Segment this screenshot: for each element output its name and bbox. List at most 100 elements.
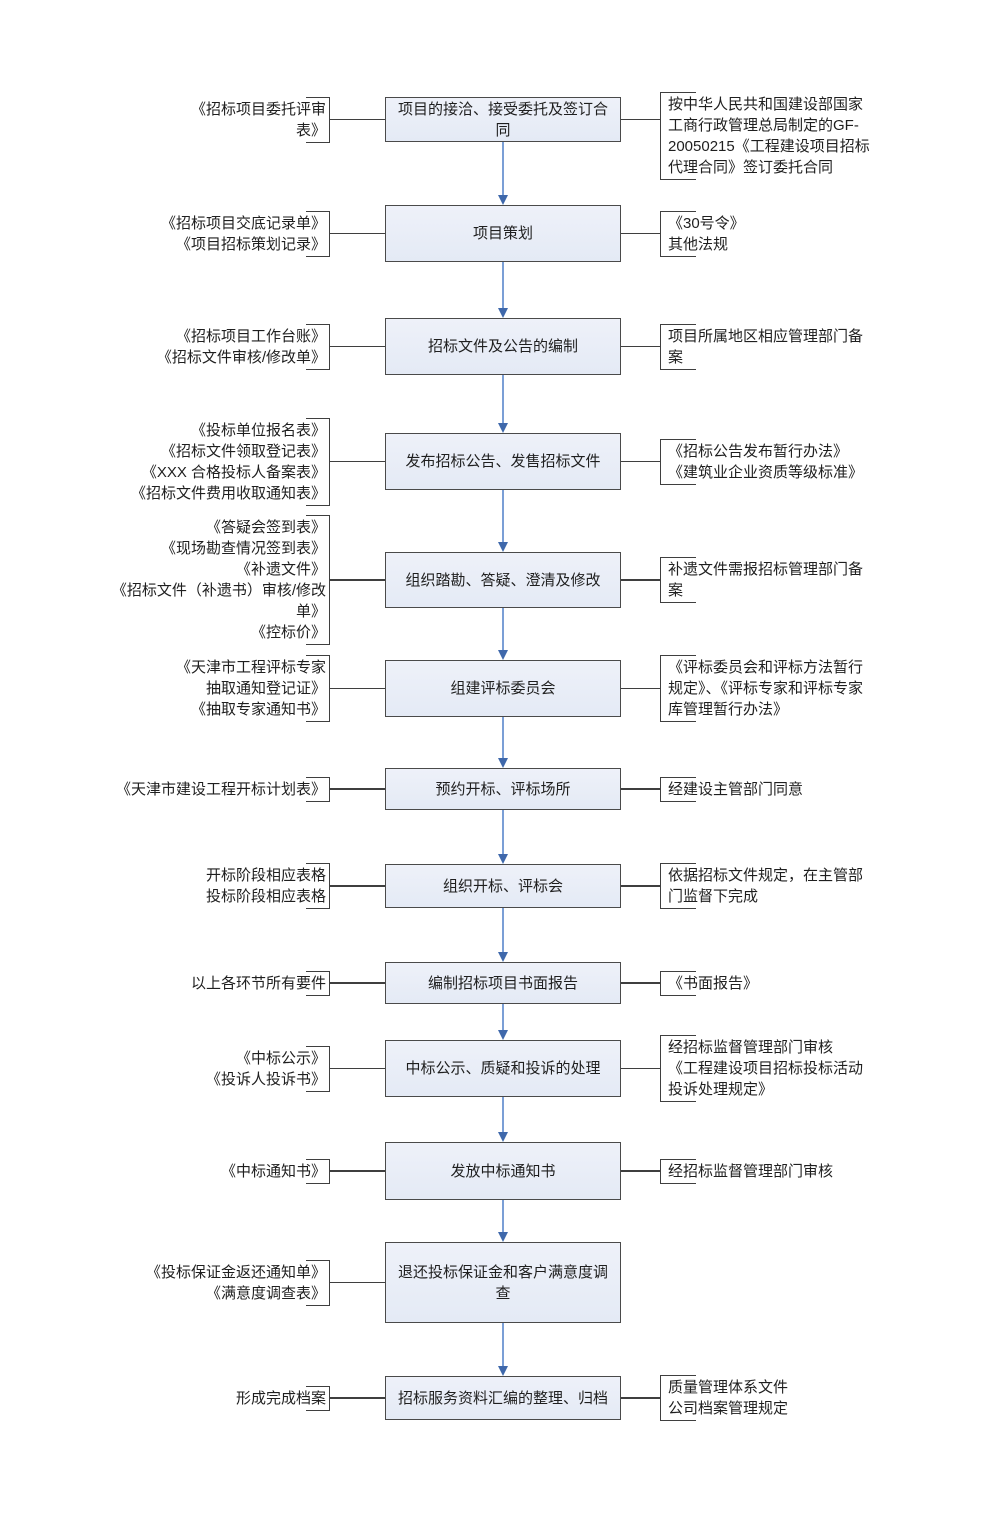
process-box-7: 预约开标、评标场所 <box>385 768 621 810</box>
right-note-label-11: 经招标监督管理部门审核 <box>668 1163 834 1180</box>
right-bracket-4 <box>660 439 696 485</box>
left-doc-label-1: 《招标项目委托评审表》 <box>190 101 326 139</box>
right-note-label-2: 《30号令》 其他法规 <box>668 215 745 253</box>
process-box-11: 发放中标通知书 <box>385 1142 621 1200</box>
left-bracket-8 <box>306 863 330 909</box>
down-arrow-line-11 <box>502 1200 504 1232</box>
right-bracket-6 <box>660 655 696 722</box>
left-bracket-11 <box>306 1159 330 1184</box>
left-bracket-4 <box>306 418 330 506</box>
down-arrow-line-1 <box>502 142 504 195</box>
process-box-12: 退还投标保证金和客户满意度调查 <box>385 1242 621 1323</box>
left-connector-3 <box>330 345 385 348</box>
left-doc-label-12: 《投标保证金返还通知单》 《满意度调查表》 <box>145 1264 326 1302</box>
left-doc-label-9: 以上各环节所有要件 <box>190 975 326 992</box>
right-connector-8 <box>621 885 660 887</box>
right-connector-5 <box>621 579 660 581</box>
down-arrow-line-2 <box>502 262 504 308</box>
right-note-label-4: 《招标公告发布暂行办法》 《建筑业企业资质等级标准》 <box>668 443 864 481</box>
left-connector-6 <box>330 687 385 690</box>
right-note-label-13: 质量管理体系文件 公司档案管理规定 <box>668 1379 789 1417</box>
down-arrow-icon-2 <box>497 308 508 318</box>
left-connector-13 <box>330 1397 385 1399</box>
left-doc-label-4: 《投标单位报名表》 《招标文件领取登记表》 《XXX 合格投标人备案表》 《招标… <box>130 422 326 502</box>
down-arrow-icon-11 <box>497 1232 508 1242</box>
left-doc-label-11: 《中标通知书》 <box>220 1163 326 1180</box>
process-box-1: 项目的接洽、接受委托及签订合同 <box>385 97 621 142</box>
right-connector-9 <box>621 982 660 984</box>
right-bracket-9 <box>660 971 696 996</box>
down-arrow-icon-5 <box>497 650 508 660</box>
right-connector-6 <box>621 687 660 690</box>
left-doc-label-2: 《招标项目交底记录单》 《项目招标策划记录》 <box>160 215 326 253</box>
right-bracket-13 <box>660 1375 696 1421</box>
down-arrow-line-7 <box>502 810 504 854</box>
left-connector-9 <box>330 982 385 984</box>
right-bracket-3 <box>660 324 696 370</box>
right-connector-11 <box>621 1170 660 1172</box>
left-doc-label-8: 开标阶段相应表格 投标阶段相应表格 <box>205 867 326 905</box>
left-bracket-9 <box>306 971 330 996</box>
left-connector-1 <box>330 118 385 121</box>
right-connector-4 <box>621 460 660 463</box>
left-bracket-13 <box>306 1386 330 1411</box>
process-box-10: 中标公示、质疑和投诉的处理 <box>385 1040 621 1097</box>
left-bracket-5 <box>306 515 330 645</box>
process-box-8: 组织开标、评标会 <box>385 864 621 908</box>
down-arrow-icon-12 <box>497 1366 508 1376</box>
left-bracket-6 <box>306 655 330 722</box>
left-doc-label-7: 《天津市建设工程开标计划表》 <box>115 781 326 798</box>
right-note-label-1: 按中华人民共和国建设部国家工商行政管理总局制定的GF-20050215《工程建设… <box>668 96 870 176</box>
left-connector-5 <box>330 579 385 581</box>
right-bracket-7 <box>660 777 696 802</box>
right-bracket-10 <box>660 1035 696 1102</box>
down-arrow-line-6 <box>502 717 504 758</box>
right-bracket-11 <box>660 1159 696 1184</box>
down-arrow-icon-10 <box>497 1132 508 1142</box>
left-doc-label-6: 《天津市工程评标专家抽取通知登记证》 《抽取专家通知书》 <box>175 659 326 718</box>
left-bracket-2 <box>306 211 330 257</box>
left-doc-label-10: 《中标公示》 《投诉人投诉书》 <box>205 1050 326 1088</box>
left-connector-4 <box>330 460 385 463</box>
right-note-label-3: 项目所属地区相应管理部门备案 <box>668 328 864 366</box>
left-doc-label-3: 《招标项目工作台账》 《招标文件审核/修改单》 <box>156 328 326 366</box>
process-box-2: 项目策划 <box>385 205 621 262</box>
left-connector-7 <box>330 788 385 790</box>
right-bracket-2 <box>660 211 696 257</box>
left-connector-2 <box>330 232 385 235</box>
right-connector-7 <box>621 788 660 790</box>
down-arrow-line-10 <box>502 1097 504 1132</box>
down-arrow-icon-7 <box>497 854 508 864</box>
down-arrow-line-8 <box>502 908 504 952</box>
left-bracket-7 <box>306 777 330 802</box>
process-box-13: 招标服务资料汇编的整理、归档 <box>385 1376 621 1420</box>
right-connector-10 <box>621 1067 660 1070</box>
down-arrow-icon-4 <box>497 542 508 552</box>
left-bracket-12 <box>306 1260 330 1306</box>
left-bracket-3 <box>306 324 330 370</box>
left-connector-11 <box>330 1170 385 1172</box>
left-bracket-10 <box>306 1046 330 1092</box>
left-doc-label-13: 形成完成档案 <box>235 1390 326 1407</box>
right-note-label-9: 《书面报告》 <box>668 975 759 992</box>
process-box-3: 招标文件及公告的编制 <box>385 318 621 375</box>
process-box-5: 组织踏勘、答疑、澄清及修改 <box>385 552 621 608</box>
process-box-9: 编制招标项目书面报告 <box>385 962 621 1004</box>
right-bracket-5 <box>660 557 696 603</box>
left-doc-label-5: 《答疑会签到表》 《现场勘查情况签到表》 《补遗文件》 《招标文件（补遗书）审核… <box>111 519 326 641</box>
down-arrow-line-4 <box>502 490 504 542</box>
right-bracket-8 <box>660 863 696 909</box>
left-connector-10 <box>330 1067 385 1070</box>
right-connector-3 <box>621 345 660 348</box>
down-arrow-line-3 <box>502 375 504 423</box>
process-box-6: 组建评标委员会 <box>385 660 621 717</box>
right-note-label-5: 补遗文件需报招标管理部门备案 <box>668 561 864 599</box>
process-box-4: 发布招标公告、发售招标文件 <box>385 433 621 490</box>
right-connector-2 <box>621 232 660 235</box>
right-connector-1 <box>621 118 660 121</box>
down-arrow-icon-1 <box>497 195 508 205</box>
down-arrow-icon-9 <box>497 1030 508 1040</box>
right-note-label-6: 《评标委员会和评标方法暂行规定》、《评标专家和评标专家库管理暂行办法》 <box>668 659 864 718</box>
down-arrow-line-12 <box>502 1323 504 1366</box>
